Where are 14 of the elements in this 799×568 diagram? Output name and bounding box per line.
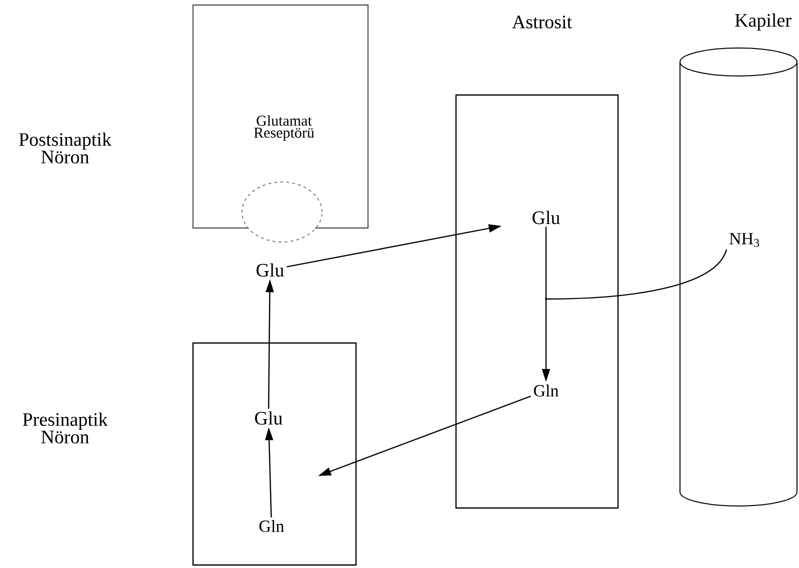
metabolite-label: NH$_{3}$ (730, 233, 760, 247)
metabolite-label: Gln (534, 384, 558, 396)
heading-label: Kapiler (735, 13, 792, 31)
metabolite-label: Glu (532, 210, 560, 224)
connector-line (545, 249, 728, 300)
metabolite-label: Gln (259, 520, 284, 532)
receptor-circle (242, 182, 322, 242)
side-label: Postsinaptik Nöron (19, 132, 112, 164)
metabolite-label: Glu (256, 263, 284, 277)
cell-box (192, 342, 357, 566)
metabolite-label: Glu (255, 411, 282, 425)
heading-label: Glutamat Reseptörü (254, 115, 314, 141)
side-label: Presinaptik Nöron (22, 412, 108, 444)
heading-label: Astrosit (512, 16, 572, 28)
